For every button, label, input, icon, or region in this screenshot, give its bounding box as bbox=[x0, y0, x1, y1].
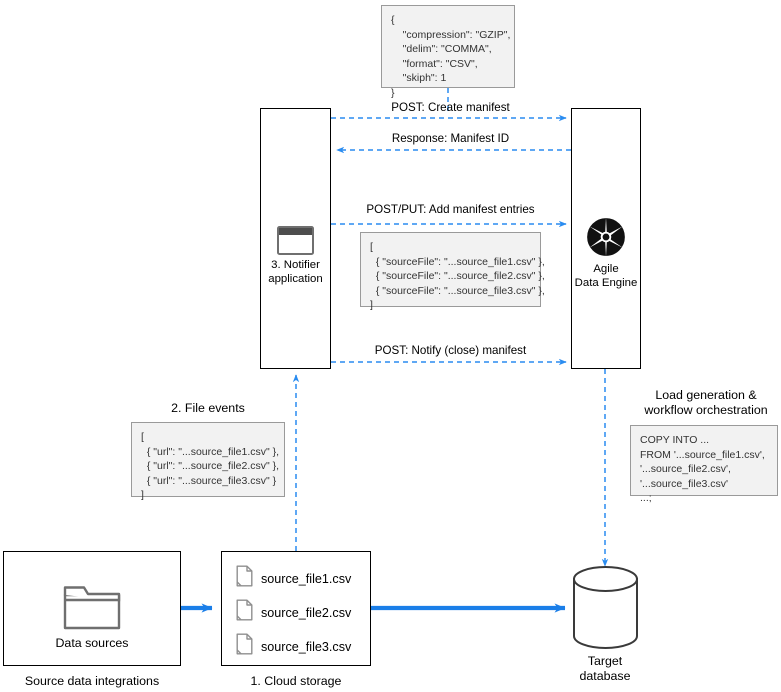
window-icon bbox=[277, 226, 314, 255]
load-generation-title: Load generation & workflow orchestration bbox=[644, 388, 768, 417]
file-name: source_file3.csv bbox=[261, 639, 352, 654]
manifest-entries-note: [ { "sourceFile": "...source_file1.csv" … bbox=[360, 232, 545, 311]
file-list: source_file1.csv source_file2.csv sour bbox=[236, 562, 376, 657]
notifier-application-label: 3. Notifier application bbox=[268, 259, 323, 285]
source-data-integrations-label: Source data integrations bbox=[24, 674, 160, 688]
file-icon bbox=[236, 633, 253, 660]
file-icon bbox=[236, 599, 253, 626]
label-notify-close: POST: Notify (close) manifest bbox=[374, 344, 527, 357]
folder-icon bbox=[62, 583, 122, 631]
copy-sql-note: COPY INTO ... FROM '...source_file1.csv'… bbox=[630, 425, 778, 504]
list-item[interactable]: source_file3.csv bbox=[236, 633, 351, 660]
data-sources-label: Data sources bbox=[55, 636, 129, 650]
database-cylinder-icon bbox=[572, 566, 639, 649]
list-item[interactable]: source_file1.csv bbox=[236, 565, 351, 592]
label-add-entries: POST/PUT: Add manifest entries bbox=[366, 203, 535, 216]
file-events-title: 2. File events bbox=[171, 401, 245, 415]
file-name: source_file1.csv bbox=[261, 571, 352, 586]
label-create-manifest: POST: Create manifest bbox=[391, 101, 510, 114]
target-database-label: Target database bbox=[579, 654, 631, 683]
aperture-icon bbox=[583, 214, 629, 260]
file-name: source_file2.csv bbox=[261, 605, 352, 620]
cloud-storage-label: 1. Cloud storage bbox=[250, 674, 342, 688]
file-icon bbox=[236, 565, 253, 592]
list-item[interactable]: source_file2.csv bbox=[236, 599, 351, 626]
file-events-note: [ { "url": "...source_file1.csv" }, { "u… bbox=[131, 422, 285, 501]
label-manifest-id: Response: Manifest ID bbox=[391, 132, 510, 145]
format-config-note: { "compression": "GZIP", "delim": "COMMA… bbox=[381, 5, 515, 99]
agile-data-engine-label: Agile Data Engine bbox=[574, 263, 638, 289]
